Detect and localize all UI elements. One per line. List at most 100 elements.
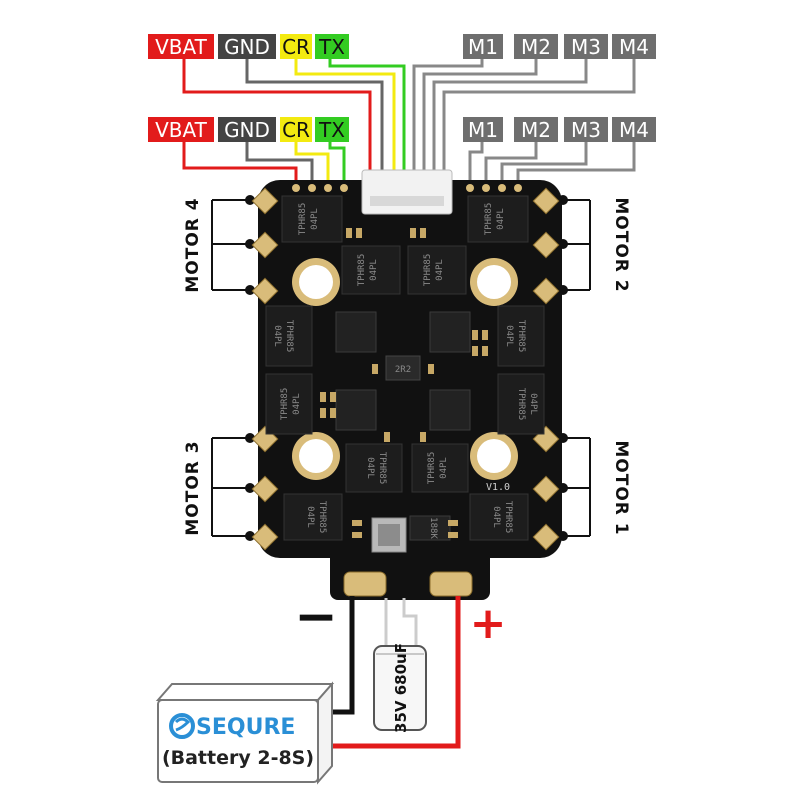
cr-label: CR [282, 35, 310, 59]
m2-label: M2 [521, 35, 551, 59]
lower-label-row: VBAT GND CR TX M1 M2 M3 M4 [148, 117, 656, 142]
cap-pos-lead [402, 598, 418, 646]
motor4-label: MOTOR 4 [183, 197, 203, 292]
cr-label-2: CR [282, 118, 310, 142]
svg-text:04PL: 04PL [496, 208, 506, 230]
battery-label: (Battery 2-8S) [162, 747, 314, 769]
wire-m3-lower [500, 142, 588, 184]
m1-tag [463, 34, 503, 59]
m4-label-2: M4 [619, 118, 649, 142]
svg-text:TPHR85: TPHR85 [357, 254, 367, 287]
wire-m1-lower [468, 142, 484, 184]
motor-pads [251, 187, 560, 551]
svg-text:04PL: 04PL [272, 325, 282, 347]
positive-sign: + [470, 598, 507, 649]
positive-wire [330, 596, 461, 749]
svg-text:TPHR85: TPHR85 [484, 203, 494, 236]
m4-label: M4 [619, 35, 649, 59]
wire-gnd-upper [245, 58, 384, 172]
svg-text:04PL: 04PL [305, 506, 315, 528]
svg-text:04PL: 04PL [491, 506, 501, 528]
wire-m3-upper [432, 58, 588, 172]
driver-label: 188K [428, 517, 438, 539]
driver-ics [335, 311, 471, 541]
wire-cr-lower [294, 142, 330, 184]
vbat-label: VBAT [155, 35, 208, 59]
upper-signal-wires [182, 58, 636, 172]
m1-label-2: M1 [468, 118, 498, 142]
wire-cr-upper [294, 58, 396, 172]
svg-text:04PL: 04PL [310, 208, 320, 230]
cr-tag-2 [280, 117, 312, 142]
svg-text:TPHR85: TPHR85 [516, 388, 526, 421]
svg-text:04PL: 04PL [369, 259, 379, 281]
m3-tag-2 [564, 117, 608, 142]
svg-text:TPHR85: TPHR85 [298, 203, 308, 236]
vbat-label-2: VBAT [155, 118, 208, 142]
mosfet-chips: TPHR85 04PL TPHR85 04PL TPHR85 04PL TPHR… [265, 195, 545, 541]
m4-tag-2 [612, 117, 656, 142]
svg-text:04PL: 04PL [528, 393, 538, 415]
motor2-label: MOTOR 2 [611, 197, 631, 292]
tx-tag-2 [315, 117, 349, 142]
m3-tag [564, 34, 608, 59]
motor1-label: MOTOR 1 [611, 440, 631, 535]
mounting-holes [292, 258, 518, 480]
power-wires [330, 596, 461, 749]
inductor [385, 355, 421, 381]
svg-text:04PL: 04PL [365, 457, 375, 479]
wire-vbat-upper [182, 58, 372, 172]
m4-tag [612, 34, 656, 59]
wire-m4-lower [516, 142, 636, 184]
wire-tx-lower [328, 142, 346, 184]
inductor-label: 2R2 [395, 365, 411, 375]
negative-power-pad [343, 571, 387, 597]
svg-text:TPHR85: TPHR85 [427, 452, 437, 485]
svg-text:04PL: 04PL [292, 393, 302, 415]
m3-label: M3 [571, 35, 601, 59]
wire-tx-upper [328, 58, 406, 172]
capacitor: 35V 680uF [373, 643, 427, 733]
m2-tag [514, 34, 558, 59]
gnd-label: GND [224, 35, 270, 59]
svg-text:04PL: 04PL [504, 325, 514, 347]
upper-label-row: VBAT GND CR TX M1 M2 M3 M4 [148, 34, 656, 59]
m1-tag-2 [463, 117, 503, 142]
wire-m2-upper [422, 58, 538, 172]
svg-text:TPHR85: TPHR85 [503, 501, 513, 534]
negative-sign: − [294, 587, 338, 647]
wire-m2-lower [484, 142, 538, 184]
lower-signal-wires [182, 142, 636, 184]
svg-text:TPHR85: TPHR85 [377, 452, 387, 485]
m2-label-2: M2 [521, 118, 551, 142]
capacitor-label: 35V 680uF [392, 643, 410, 733]
svg-text:TPHR85: TPHR85 [423, 254, 433, 287]
passive-components [320, 228, 488, 538]
m1-label: M1 [468, 35, 498, 59]
sequre-logo-icon [169, 713, 195, 739]
gnd-tag [218, 34, 276, 59]
positive-power-pad [429, 571, 473, 597]
version-label: V1.0 [486, 482, 510, 493]
cr-tag [280, 34, 312, 59]
vbat-tag [148, 34, 214, 59]
tx-label: TX [318, 35, 345, 59]
m3-label-2: M3 [571, 118, 601, 142]
wire-m1-upper [412, 58, 484, 172]
svg-text:TPHR85: TPHR85 [516, 320, 526, 353]
svg-text:TPHR85: TPHR85 [284, 320, 294, 353]
svg-text:04PL: 04PL [439, 457, 449, 479]
signal-connector [361, 169, 453, 215]
svg-text:TPHR85: TPHR85 [317, 501, 327, 534]
svg-text:TPHR85: TPHR85 [280, 388, 290, 421]
wire-vbat-lower [182, 142, 298, 184]
motor3-label: MOTOR 3 [183, 440, 203, 535]
tx-label-2: TX [318, 118, 345, 142]
m2-tag-2 [514, 117, 558, 142]
esc-board: TPHR85 04PL TPHR85 04PL TPHR85 04PL TPHR… [251, 169, 562, 600]
gnd-label-2: GND [224, 118, 270, 142]
tx-tag [315, 34, 349, 59]
vbat-tag-2 [148, 117, 214, 142]
wire-gnd-lower [245, 142, 314, 184]
